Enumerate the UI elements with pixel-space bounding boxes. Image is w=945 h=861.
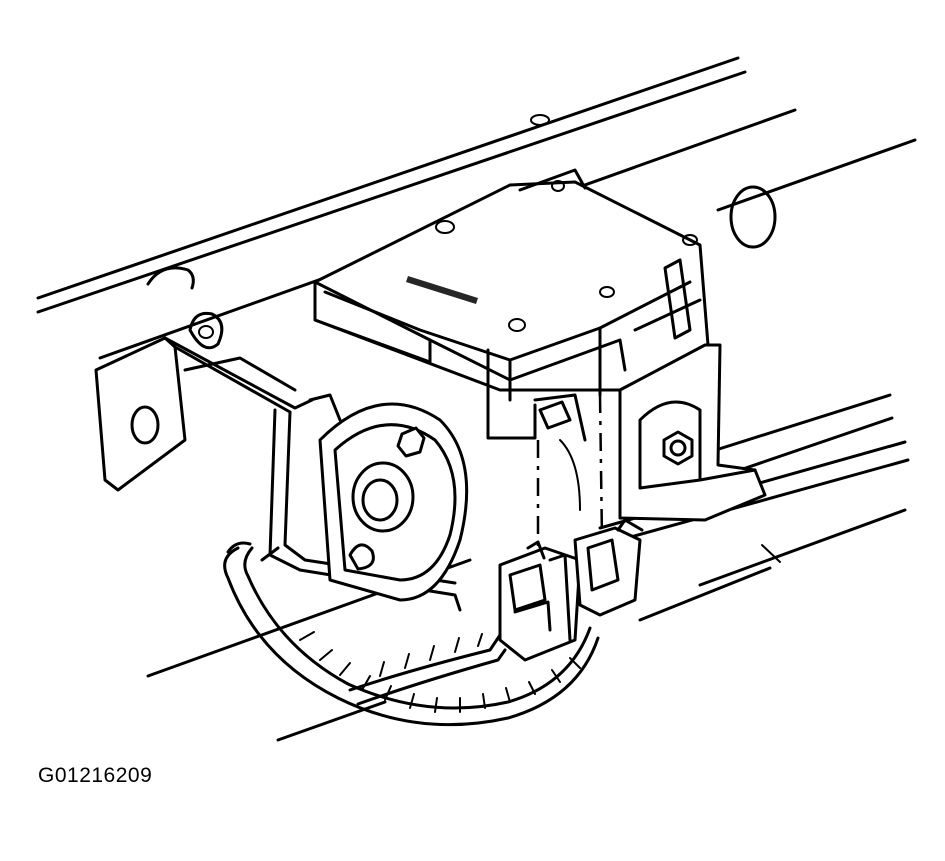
connector-alignment-lines <box>536 394 604 560</box>
electrical-connectors <box>498 518 644 662</box>
ebcm-module <box>313 168 710 442</box>
modulator-body <box>318 402 469 602</box>
mounting-bracket <box>94 311 462 612</box>
right-mount <box>618 343 767 522</box>
wire-harness <box>223 541 600 727</box>
figure-id-label: G01216209 <box>38 764 153 787</box>
